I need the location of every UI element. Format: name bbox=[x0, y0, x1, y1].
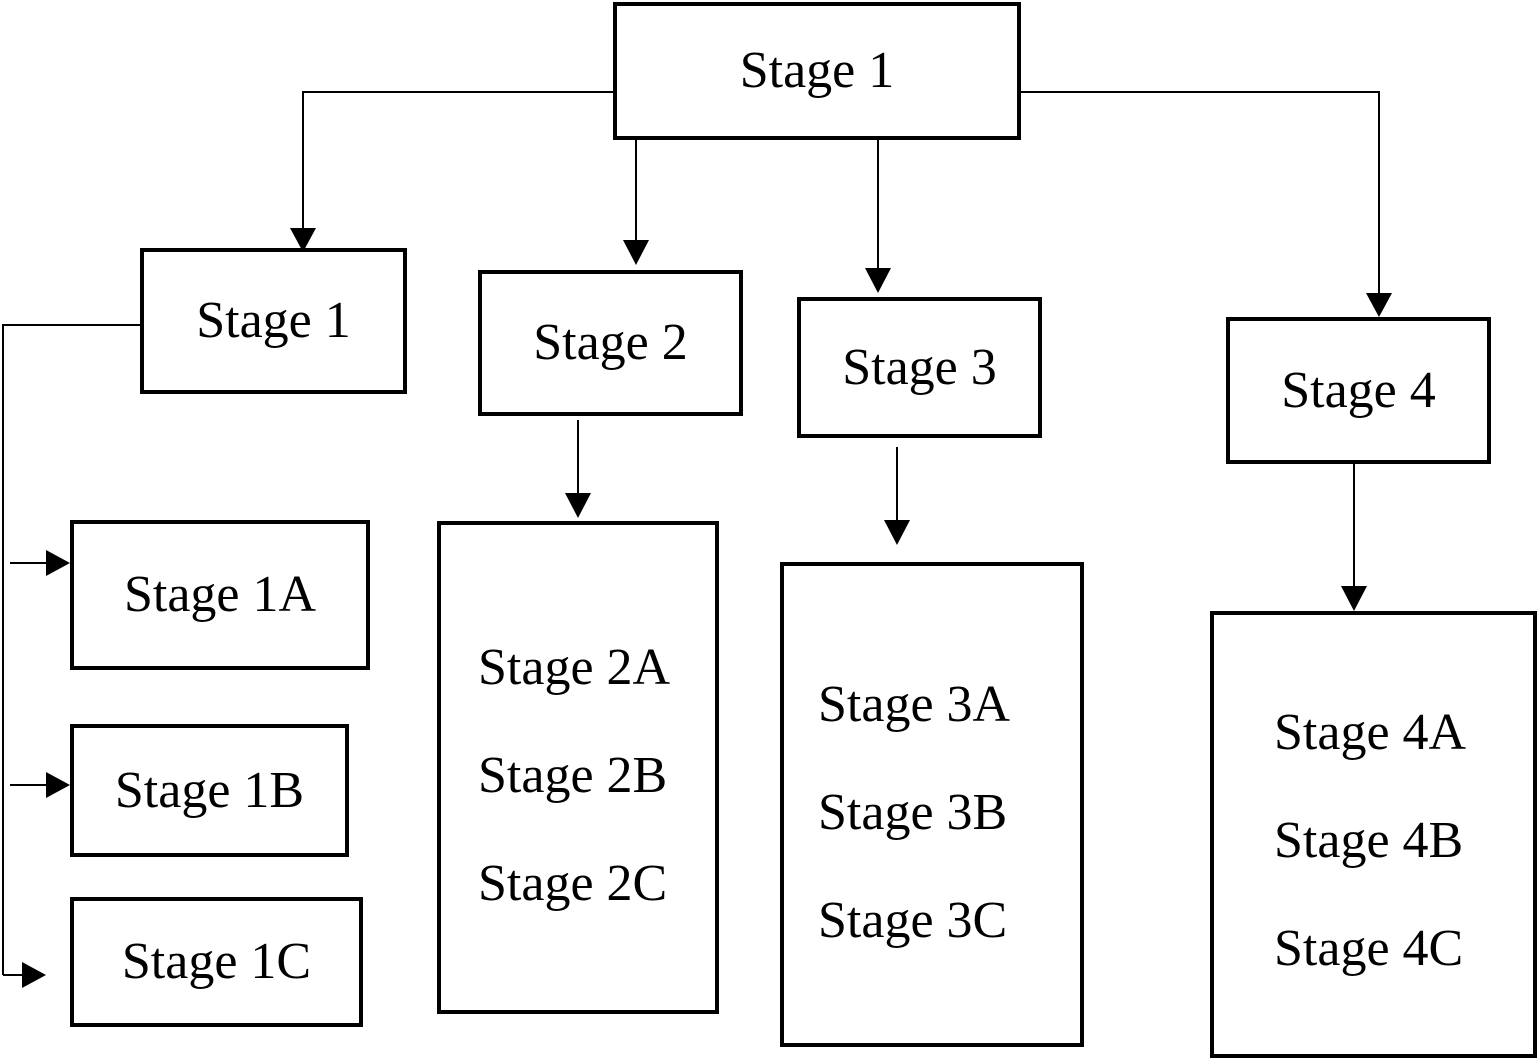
stage-1b-box: Stage 1B bbox=[70, 724, 349, 857]
stage-4a-label: Stage 4A bbox=[1274, 704, 1467, 761]
connector-stage-1-bracket bbox=[2, 324, 140, 975]
stage-3-label: Stage 3 bbox=[842, 338, 997, 396]
stage-2-substage-list: Stage 2A Stage 2B Stage 2C bbox=[437, 521, 719, 1014]
stage-1c-label: Stage 1C bbox=[121, 933, 312, 990]
stage-2-box: Stage 2 bbox=[478, 270, 743, 416]
stage-3b-label: Stage 3B bbox=[818, 784, 1008, 841]
connector-root-to-stage-4 bbox=[1021, 91, 1380, 295]
arrowhead-stage-1b bbox=[46, 772, 70, 798]
stage-4b-label: Stage 4B bbox=[1274, 812, 1464, 869]
arrowhead-stage-3 bbox=[865, 268, 891, 293]
stage-1a-box: Stage 1A bbox=[70, 520, 370, 670]
stage-3c-label: Stage 3C bbox=[818, 892, 1008, 949]
stage-1b-label: Stage 1B bbox=[114, 761, 305, 819]
stage-3a-label: Stage 3A bbox=[818, 676, 1011, 733]
stage-2-label: Stage 2 bbox=[533, 314, 688, 371]
stage-1-box: Stage 1 bbox=[140, 248, 407, 394]
stage-2c-label: Stage 2C bbox=[478, 855, 668, 912]
arrowhead-stage-4 bbox=[1366, 293, 1392, 317]
stage-2b-label: Stage 2B bbox=[478, 747, 668, 804]
stage-1c-box: Stage 1C bbox=[70, 897, 363, 1027]
stage-4c-label: Stage 4C bbox=[1274, 920, 1464, 977]
stage-1a-label: Stage 1A bbox=[123, 566, 317, 623]
root-stage-label: Stage 1 bbox=[739, 42, 895, 99]
arrowhead-stage-3-list bbox=[884, 520, 910, 545]
arrowhead-stage-1a bbox=[46, 550, 70, 576]
arrowhead-stage-2 bbox=[623, 240, 649, 265]
stage-2a-label: Stage 2A bbox=[478, 639, 671, 696]
stage-3-substage-list: Stage 3A Stage 3B Stage 3C bbox=[780, 562, 1084, 1047]
stage-4-substage-list: Stage 4A Stage 4B Stage 4C bbox=[1210, 611, 1537, 1058]
arrowhead-stage-2-list bbox=[565, 493, 591, 518]
stage-4-label: Stage 4 bbox=[1281, 361, 1436, 419]
arrowhead-stage-1c bbox=[22, 962, 46, 988]
root-stage-box: Stage 1 bbox=[613, 2, 1021, 140]
connector-root-to-stage-1 bbox=[302, 91, 613, 228]
stage-1-label: Stage 1 bbox=[196, 292, 351, 349]
arrowhead-stage-4-list bbox=[1341, 586, 1367, 611]
arrowhead-stage-1 bbox=[290, 228, 316, 252]
stage-4-box: Stage 4 bbox=[1226, 317, 1491, 464]
stage-3-box: Stage 3 bbox=[797, 297, 1042, 438]
